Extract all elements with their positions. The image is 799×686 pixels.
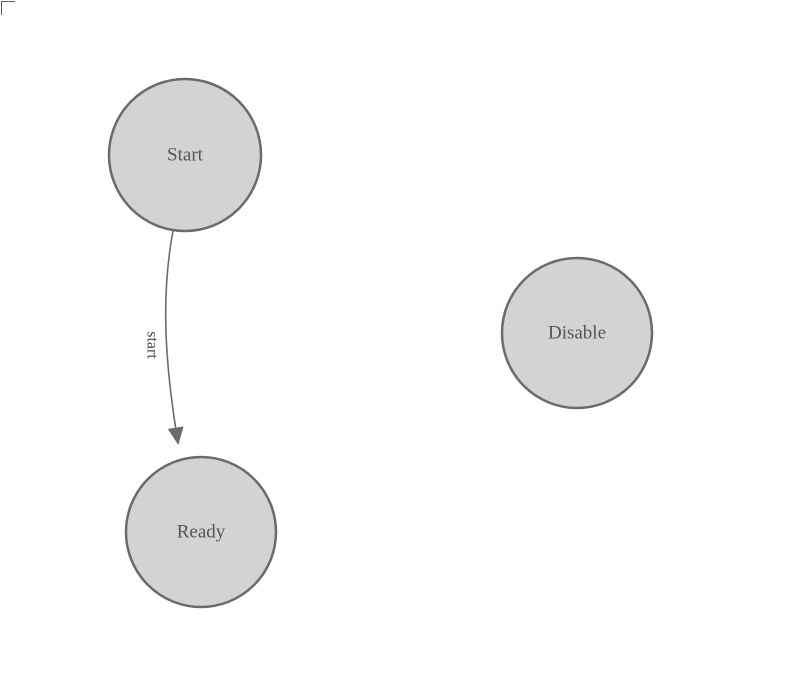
state-circle	[107, 77, 263, 233]
edge-path	[164, 230, 184, 446]
state-label-start: Start	[167, 145, 204, 166]
state-circle	[124, 455, 278, 609]
selection-corner-mark	[1, 1, 15, 15]
state-node-disable[interactable]: Disable	[500, 256, 654, 410]
edge-start-to-ready[interactable]: start	[143, 230, 184, 446]
edge-label-start: start	[143, 331, 160, 359]
state-node-start[interactable]: Start	[107, 77, 263, 233]
state-label-ready: Ready	[177, 522, 226, 543]
state-circle	[500, 256, 654, 410]
state-label-disable: Disable	[548, 323, 606, 344]
state-node-ready[interactable]: Ready	[124, 455, 278, 609]
